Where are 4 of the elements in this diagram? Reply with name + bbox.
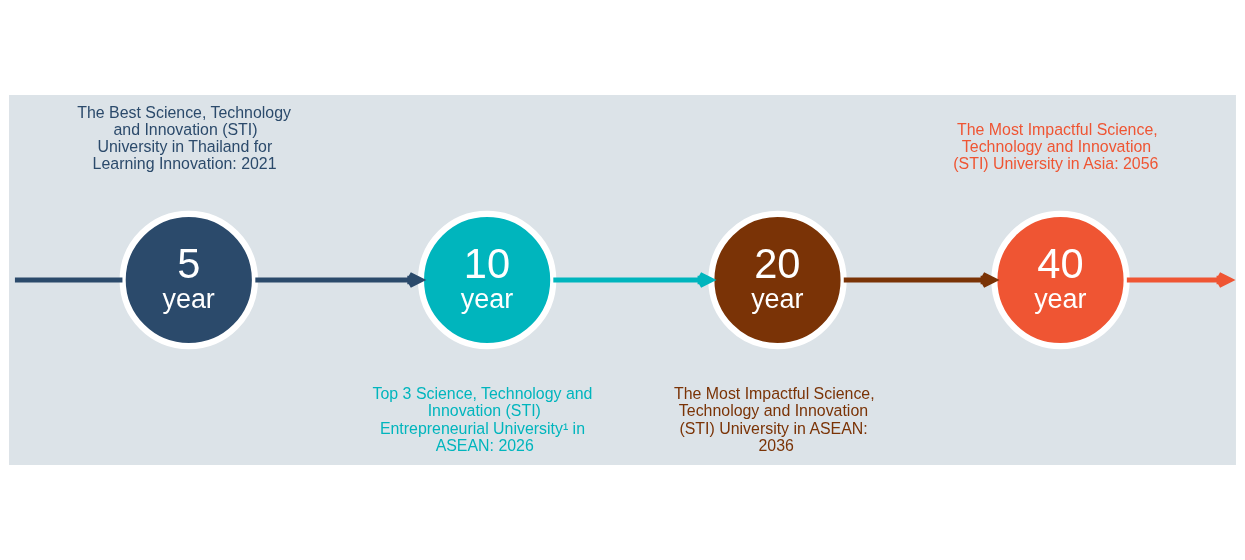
- node-label: The Best Science, Technology and Innovation (STI) University in Thailand for Learning Innovation: 2021: [77, 103, 291, 172]
- node-label: Top 3 Science, Technology and Innovation (STI) Entrepreneurial University¹ in ASEAN: 2026: [372, 385, 593, 454]
- node-label: The Most Impactful Science, Technology and Innovation (STI) University in Asia: 2056: [953, 120, 1159, 172]
- node-label: The Most Impactful Science, Technology and Innovation (STI) University in ASEAN: 2036: [673, 385, 875, 454]
